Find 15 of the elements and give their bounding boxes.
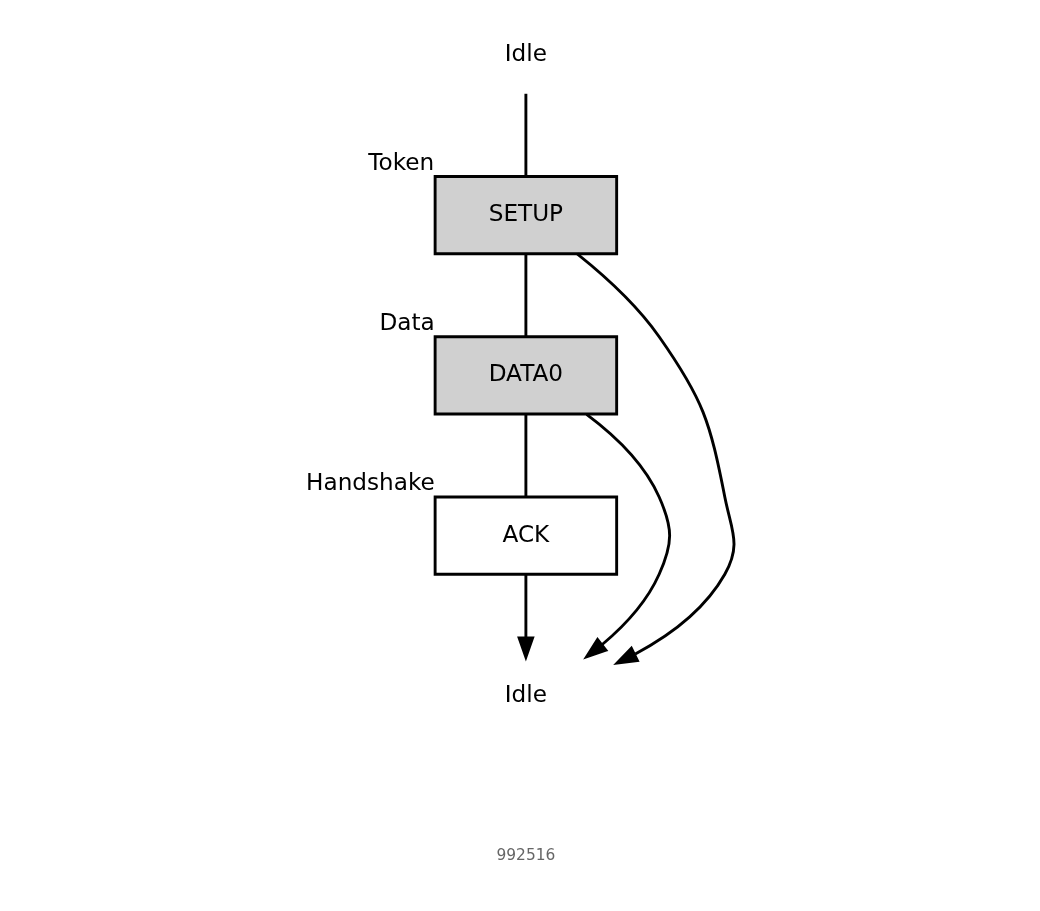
node-label: Handshake bbox=[306, 468, 435, 496]
node-box: ACK bbox=[433, 495, 619, 576]
connector bbox=[524, 414, 528, 497]
connector bbox=[524, 254, 528, 337]
node-text: Idle bbox=[504, 679, 547, 707]
arrow bbox=[517, 574, 535, 662]
arrow bbox=[576, 252, 736, 665]
arrow bbox=[583, 413, 672, 660]
node-label: Token bbox=[368, 147, 435, 175]
node-text: Idle bbox=[504, 38, 547, 66]
node-box: SETUP bbox=[433, 175, 619, 256]
connector bbox=[524, 93, 528, 177]
node-label: Data bbox=[379, 308, 435, 336]
node-box: DATA0 bbox=[433, 335, 619, 416]
label: 992516 bbox=[496, 845, 556, 864]
